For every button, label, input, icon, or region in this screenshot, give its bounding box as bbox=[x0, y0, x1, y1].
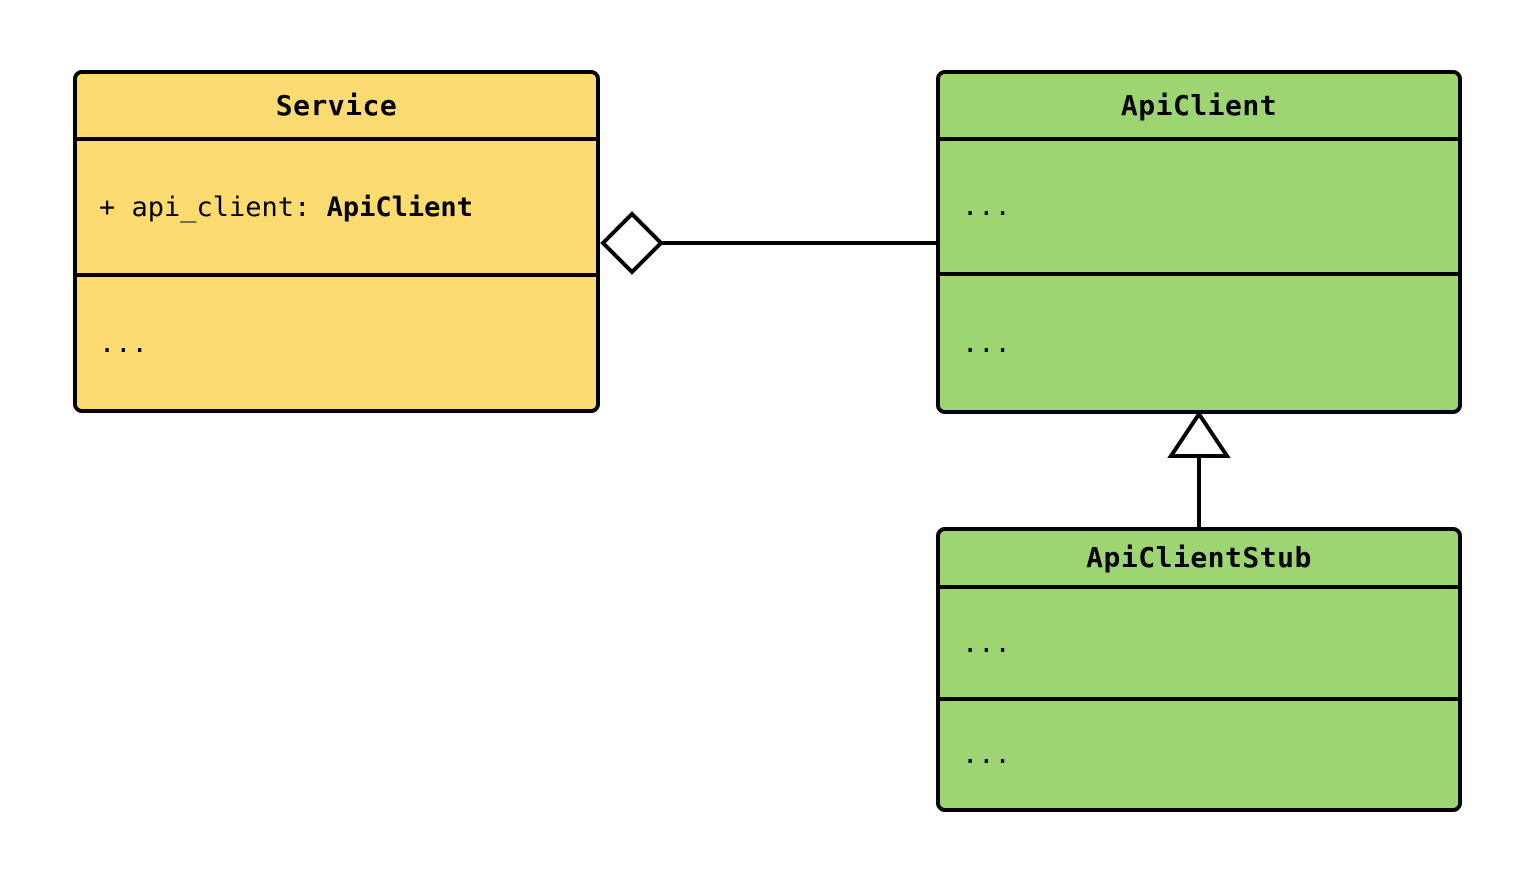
class-node-apiclientstub[interactable]: ApiClientStub ... ... bbox=[936, 527, 1462, 812]
class-name-service: Service bbox=[275, 88, 398, 122]
class-name-apiclientstub: ApiClientStub bbox=[1086, 541, 1312, 574]
generalization-edge-apiclientstub-apiclient[interactable] bbox=[1167, 410, 1231, 529]
operations-ellipsis-apiclientstub: ... bbox=[962, 739, 1011, 770]
class-attributes-compartment-apiclient: ... bbox=[940, 137, 1458, 272]
class-title-compartment-service: Service bbox=[77, 74, 596, 137]
class-operations-compartment-apiclient: ... bbox=[940, 272, 1458, 410]
class-operations-compartment-apiclientstub: ... bbox=[940, 697, 1458, 808]
attributes-ellipsis-apiclientstub: ... bbox=[962, 627, 1011, 659]
attribute-signature-prefix: + api_client: bbox=[99, 191, 327, 223]
attribute-row-api-client: + api_client: ApiClient bbox=[99, 194, 473, 221]
class-node-apiclient[interactable]: ApiClient ... ... bbox=[936, 70, 1462, 414]
class-node-service[interactable]: Service + api_client: ApiClient ... bbox=[73, 70, 600, 413]
class-attributes-compartment-apiclientstub: ... bbox=[940, 585, 1458, 697]
class-operations-compartment-service: ... bbox=[77, 273, 596, 409]
class-attributes-compartment-service: + api_client: ApiClient bbox=[77, 137, 596, 273]
class-title-compartment-apiclientstub: ApiClientStub bbox=[940, 531, 1458, 585]
class-name-apiclient: ApiClient bbox=[1120, 88, 1278, 122]
operations-ellipsis-service: ... bbox=[99, 327, 148, 359]
hollow-triangle-icon bbox=[1167, 410, 1231, 458]
class-title-compartment-apiclient: ApiClient bbox=[940, 74, 1458, 137]
attributes-ellipsis-apiclient: ... bbox=[962, 191, 1011, 222]
operations-ellipsis-apiclient: ... bbox=[962, 327, 1011, 359]
hollow-diamond-icon bbox=[600, 211, 664, 275]
aggregation-edge-service-apiclient[interactable] bbox=[600, 211, 938, 275]
attribute-type-apiclient: ApiClient bbox=[326, 191, 473, 223]
